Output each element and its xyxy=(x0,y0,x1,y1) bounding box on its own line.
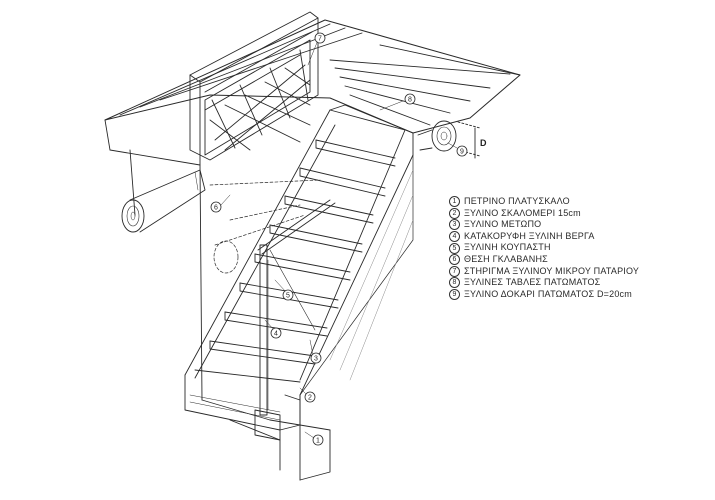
floor-planks xyxy=(104,19,521,134)
legend-text: ΞΥΛΙΝΕΣ ΤΑΒΛΕΣ ΠΑΤΩΜΑΤΟΣ xyxy=(464,277,601,288)
legend-text: ΘΕΣΗ ΓΚΛΑΒΑΝΗΣ xyxy=(464,253,548,264)
right-beam xyxy=(417,120,481,159)
svg-text:1: 1 xyxy=(316,438,320,445)
callout-4: 4 xyxy=(270,327,282,339)
svg-text:6: 6 xyxy=(214,205,218,212)
legend-text: ΞΥΛΙΝΟ ΜΕΤΩΠΟ xyxy=(464,219,542,230)
legend-text: ΞΥΛΙΝΗ ΚΟΥΠΑΣΤΗ xyxy=(464,242,551,253)
legend-number: 3 xyxy=(449,219,460,231)
callout-2: 2 xyxy=(304,391,316,403)
legend-text: ΞΥΛΙΝΟ ΔΟΚΑΡΙ ΠΑΤΩΜΑΤΟΣ D=20cm xyxy=(464,288,632,299)
balustrade xyxy=(189,11,319,166)
svg-text:7: 7 xyxy=(318,36,322,43)
left-wall xyxy=(104,119,271,421)
legend-text: ΞΥΛΙΝΟ ΣΚΑΛΟΜΕΡΙ 15cm xyxy=(464,207,581,218)
callout-3: 3 xyxy=(310,352,322,364)
legend-item: 3 ΞΥΛΙΝΟ ΜΕΤΩΠΟ xyxy=(449,219,711,231)
callout-6: 6 xyxy=(210,201,222,213)
legend: 1 ΠΕΤΡΙΝΟ ΠΛΑΤΥΣΚΑΛΟ 2 ΞΥΛΙΝΟ ΣΚΑΛΟΜΕΡΙ 15c… xyxy=(449,196,711,301)
legend-item: 9 ΞΥΛΙΝΟ ΔΟΚΑΡΙ ΠΑΤΩΜΑΤΟΣ D=20cm xyxy=(449,289,711,301)
legend-number: 7 xyxy=(449,265,460,277)
svg-text:5: 5 xyxy=(286,293,290,300)
legend-item: 4 ΚΑΤΑΚΟΡΥΦΗ ΞΥΛΙΝΗ ΒΕΡΓΑ xyxy=(449,231,711,243)
dimension-label: D xyxy=(480,138,487,148)
legend-item: 5 ΞΥΛΙΝΗ ΚΟΥΠΑΣΤΗ xyxy=(449,242,711,254)
svg-text:4: 4 xyxy=(274,331,278,338)
legend-item: 7 ΣΤΗΡΙΓΜΑ ΞΥΛΙΝΟΥ ΜΙΚΡΟΥ ΠΑΤΑΡΙΟΥ xyxy=(449,266,711,278)
callout-9: 9 xyxy=(456,145,468,157)
callout-1: 1 xyxy=(312,434,324,446)
legend-text: ΣΤΗΡΙΓΜΑ ΞΥΛΙΝΟΥ ΜΙΚΡΟΥ ΠΑΤΑΡΙΟΥ xyxy=(464,265,640,276)
legend-item: 6 ΘΕΣΗ ΓΚΛΑΒΑΝΗΣ xyxy=(449,254,711,266)
legend-number: 5 xyxy=(449,242,460,254)
legend-number: 1 xyxy=(449,196,460,208)
legend-number: 8 xyxy=(449,277,460,289)
leader-lines xyxy=(220,39,458,439)
legend-text: ΠΕΤΡΙΝΟ ΠΛΑΤΥΣΚΑΛΟ xyxy=(464,196,570,206)
svg-text:8: 8 xyxy=(408,97,412,104)
legend-item: 2 ΞΥΛΙΝΟ ΣΚΑΛΟΜΕΡΙ 15cm xyxy=(449,208,711,220)
svg-text:3: 3 xyxy=(314,356,318,363)
svg-text:2: 2 xyxy=(308,395,312,402)
callout-7: 7 xyxy=(314,32,326,44)
svg-text:9: 9 xyxy=(460,149,464,156)
legend-number: 9 xyxy=(449,289,460,301)
legend-item: 8 ΞΥΛΙΝΕΣ ΤΑΒΛΕΣ ΠΑΤΩΜΑΤΟΣ xyxy=(449,277,711,289)
legend-item: 1 ΠΕΤΡΙΝΟ ΠΛΑΤΥΣΚΑΛΟ xyxy=(449,196,711,208)
callout-5: 5 xyxy=(282,289,294,301)
legend-number: 6 xyxy=(449,254,460,266)
stone-base xyxy=(229,394,331,481)
left-beam xyxy=(121,169,206,233)
callouts: 7 8 9 6 5 4 3 2 1 xyxy=(210,32,468,446)
staircase xyxy=(184,104,414,431)
legend-number: 4 xyxy=(449,231,460,243)
hidden-beam xyxy=(209,179,321,274)
legend-text: ΚΑΤΑΚΟΡΥΦΗ ΞΥΛΙΝΗ ΒΕΡΓΑ xyxy=(464,230,595,241)
callout-8: 8 xyxy=(404,93,416,105)
legend-number: 2 xyxy=(449,207,460,219)
